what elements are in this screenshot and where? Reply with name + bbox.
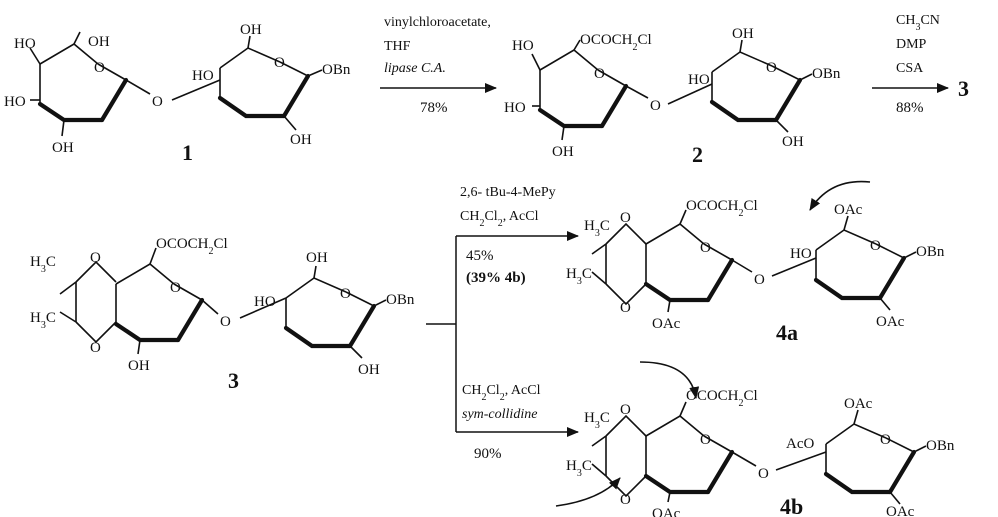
hydroxyl-label: HO	[512, 38, 534, 54]
acetoxy-label: AcO	[786, 436, 814, 452]
reaction-step-1: vinylchloroacetate, THF lipase C.A. 78%	[380, 15, 497, 116]
reagent-label: THF	[384, 39, 411, 54]
compound-number: 2	[692, 142, 703, 167]
reagent-label: vinylchloroacetate,	[384, 15, 491, 30]
yield-label: 78%	[420, 100, 448, 116]
chloroacetate-label: OCOCH2Cl	[686, 198, 758, 219]
reagent-label: CH2Cl2, AcCl	[460, 209, 539, 229]
benzyloxy-label: OBn	[916, 244, 945, 260]
hydroxyl-label: HO	[14, 36, 36, 52]
hydroxyl-label: HO	[504, 100, 526, 116]
reagent-label: CH3CN	[896, 13, 940, 33]
compound-number: 1	[182, 140, 193, 165]
benzyloxy-label: OBn	[386, 292, 415, 308]
ring-oxygen: O	[594, 66, 605, 82]
acetate-label: OAc	[652, 316, 681, 332]
chloroacetate-label: OCOCH2Cl	[580, 32, 652, 53]
hydroxyl-label: OH	[52, 140, 74, 156]
hydroxyl-label: HO	[254, 294, 276, 310]
ring-oxygen: O	[274, 55, 285, 71]
acetonide-oxygen: O	[90, 340, 101, 356]
methyl-label: H3C	[584, 410, 610, 431]
reagent-label: DMP	[896, 37, 927, 52]
acetate-label: OAc	[834, 202, 863, 218]
reagent-label: 2,6- tBu-4-MePy	[460, 185, 556, 200]
curved-arrow	[809, 180, 871, 211]
compound-number: 4b	[780, 494, 803, 517]
yield-label: 45%	[466, 248, 494, 264]
hydroxyl-label: OH	[290, 132, 312, 148]
ring-oxygen: O	[340, 286, 351, 302]
ring-oxygen: O	[170, 280, 181, 296]
chloroacetate-label: OCOCH2Cl	[686, 388, 758, 409]
reaction-branch	[426, 231, 579, 437]
ring-oxygen: O	[880, 432, 891, 448]
methyl-label: H3C	[30, 254, 56, 275]
benzyloxy-label: OBn	[926, 438, 955, 454]
acetonide-oxygen: O	[620, 402, 631, 418]
methyl-label: H3C	[584, 218, 610, 239]
ring-oxygen: O	[766, 60, 777, 76]
hydroxyl-label: OH	[88, 34, 110, 50]
compound-1: O O HO OH HO OH O HO OH OBn OH 1	[4, 22, 351, 165]
ring-oxygen: O	[700, 240, 711, 256]
hydroxyl-label: HO	[790, 246, 812, 262]
ring-oxygen: O	[94, 60, 105, 76]
hydroxyl-label: OH	[782, 134, 804, 150]
hydroxyl-label: HO	[688, 72, 710, 88]
compound-2: O O HO OCOCH2Cl HO OH O HO OH OBn OH 2	[504, 26, 841, 167]
hydroxyl-label: OH	[240, 22, 262, 38]
acetate-label: OAc	[844, 396, 873, 412]
glycosidic-oxygen: O	[758, 466, 769, 482]
glycosidic-oxygen: O	[220, 314, 231, 330]
reaction-step-3a: 2,6- tBu-4-MePy CH2Cl2, AcCl 45% (39% 4b…	[460, 185, 556, 286]
product-number: 3	[958, 76, 969, 101]
acetonide-oxygen: O	[620, 210, 631, 226]
reagent-label: CH2Cl2, AcCl	[462, 383, 541, 403]
reaction-step-2: CH3CN DMP CSA 88% 3	[872, 13, 969, 116]
acetate-label: OAc	[876, 314, 905, 330]
hydroxyl-label: HO	[192, 68, 214, 84]
chloroacetate-label: OCOCH2Cl	[156, 236, 228, 257]
compound-number: 3	[228, 368, 239, 393]
ring-oxygen: O	[870, 238, 881, 254]
hydroxyl-label: OH	[732, 26, 754, 42]
methyl-label: H3C	[30, 310, 56, 331]
ring-oxygen: O	[700, 432, 711, 448]
reaction-step-3b: CH2Cl2, AcCl sym-collidine 90%	[462, 383, 541, 462]
glycosidic-oxygen: O	[650, 98, 661, 114]
acetonide-oxygen: O	[620, 492, 631, 508]
yield-label: 90%	[474, 446, 502, 462]
reagent-label: sym-collidine	[462, 407, 537, 422]
methyl-label: H3C	[566, 458, 592, 479]
compound-3: O O H3C H3C O O OCOCH2Cl OH O HO OH OBn …	[30, 236, 415, 393]
glycosidic-oxygen: O	[152, 94, 163, 110]
reagent-label: lipase C.A.	[384, 61, 446, 76]
acetate-label: OAc	[652, 506, 681, 517]
methyl-label: H3C	[566, 266, 592, 287]
benzyloxy-label: OBn	[322, 62, 351, 78]
compound-4a: O O H3C H3C O O OCOCH2Cl OAc O HO OAc OB…	[566, 180, 945, 345]
hydroxyl-label: OH	[552, 144, 574, 160]
hydroxyl-label: HO	[4, 94, 26, 110]
hydroxyl-label: OH	[128, 358, 150, 374]
compound-4b: O O H3C H3C O O OCOCH2Cl OAc O AcO OAc O…	[555, 361, 955, 517]
acetate-label: OAc	[886, 504, 915, 517]
yield-label: 88%	[896, 100, 924, 116]
compound-number: 4a	[776, 320, 798, 345]
acetonide-oxygen: O	[90, 250, 101, 266]
hydroxyl-label: OH	[306, 250, 328, 266]
glycosidic-oxygen: O	[754, 272, 765, 288]
acetonide-oxygen: O	[620, 300, 631, 316]
benzyloxy-label: OBn	[812, 66, 841, 82]
curved-arrow	[555, 477, 621, 507]
selectivity-note: (39% 4b)	[466, 270, 526, 286]
curved-arrow	[639, 361, 700, 399]
hydroxyl-label: OH	[358, 362, 380, 378]
reagent-label: CSA	[896, 61, 924, 76]
